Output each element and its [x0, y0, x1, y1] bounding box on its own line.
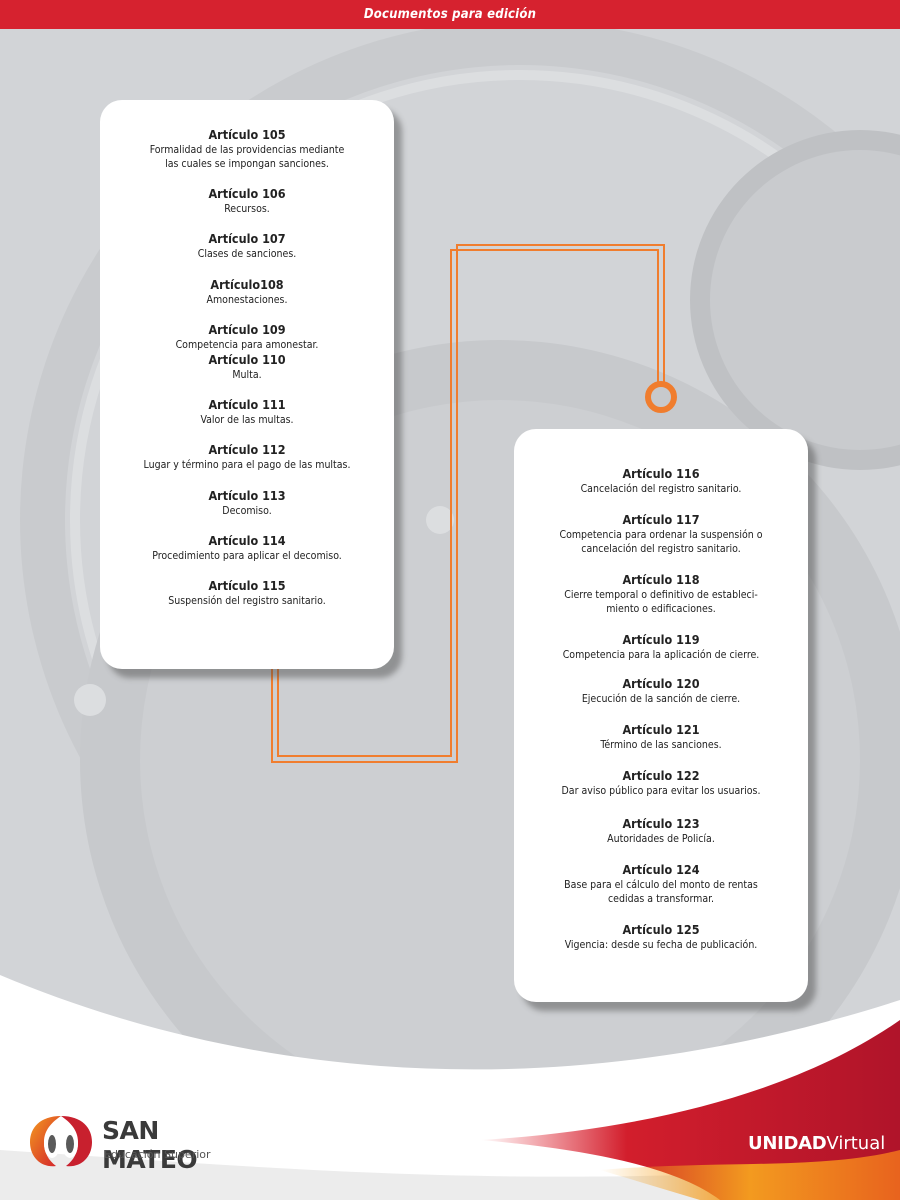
logo-name: SAN MATEO [102, 1116, 198, 1174]
article-title: Artículo 117 [622, 512, 700, 527]
unidad-virtual-light: Virtual [826, 1133, 886, 1154]
article-description: Amonestaciones. [206, 294, 288, 306]
article-title: Artículo 111 [208, 397, 286, 412]
article-title: Artículo 125 [622, 922, 700, 937]
article-description: Formalidad de las providencias mediante … [149, 144, 345, 170]
header-bar: Documentos para edición [0, 0, 900, 29]
unidad-virtual-logo: UNIDADVirtual [748, 1133, 885, 1154]
article-description: Dar aviso público para evitar los usuari… [561, 785, 761, 797]
article-description: Procedimiento para aplicar el decomiso. [152, 550, 342, 562]
article-title: Artículo 105 [208, 127, 286, 142]
article-description: Suspensión del registro sanitario. [168, 595, 326, 607]
article-description: Competencia para ordenar la suspensión o… [559, 529, 763, 555]
article-description: Clases de sanciones. [197, 248, 297, 260]
article-description: Multa. [232, 369, 262, 381]
article-title: Artículo 107 [208, 231, 286, 246]
san-mateo-logo: SAN MATEO Educación Superior [28, 1108, 248, 1178]
article-description: Cierre temporal o definitivo de establec… [564, 589, 758, 615]
article-description: Autoridades de Policía. [607, 833, 715, 845]
header-title: Documentos para edición [363, 7, 537, 22]
article-title: Artículo 122 [622, 768, 700, 783]
article-title: Artículo 123 [622, 816, 700, 831]
article-title: Artículo108 [210, 277, 284, 292]
article-description: Competencia para la aplicación de cierre… [562, 649, 760, 661]
article-title: Artículo 121 [622, 722, 700, 737]
article-description: Base para el cálculo del monto de rentas… [564, 879, 758, 905]
article-title: Artículo 115 [208, 578, 286, 593]
article-title: Artículo 124 [622, 862, 700, 877]
article-title: Artículo 110 [208, 352, 286, 367]
logo-subtitle: Educación Superior [104, 1148, 211, 1161]
article-title: Artículo 118 [622, 572, 700, 587]
article-description: Vigencia: desde su fecha de publicación. [564, 939, 758, 951]
san-mateo-emblem-icon [30, 1116, 92, 1167]
article-description: Decomiso. [222, 505, 272, 517]
article-description: Competencia para amonestar. [175, 339, 319, 351]
article-title: Artículo 112 [208, 442, 286, 457]
article-description: Cancelación del registro sanitario. [580, 483, 742, 495]
article-title: Artículo 113 [208, 488, 286, 503]
unidad-virtual-bold: UNIDAD [748, 1133, 827, 1154]
article-description: Lugar y término para el pago de las mult… [143, 459, 351, 471]
article-title: Artículo 119 [622, 632, 700, 647]
article-description: Valor de las multas. [200, 414, 294, 426]
article-title: Artículo 106 [208, 186, 286, 201]
article-description: Término de las sanciones. [600, 739, 722, 751]
article-title: Artículo 114 [208, 533, 286, 548]
article-title: Artículo 109 [208, 322, 286, 337]
article-title: Artículo 120 [622, 676, 700, 691]
article-description: Ejecución de la sanción de cierre. [581, 693, 741, 705]
article-description: Recursos. [224, 203, 270, 215]
article-title: Artículo 116 [622, 466, 700, 481]
connector-node [645, 381, 677, 413]
